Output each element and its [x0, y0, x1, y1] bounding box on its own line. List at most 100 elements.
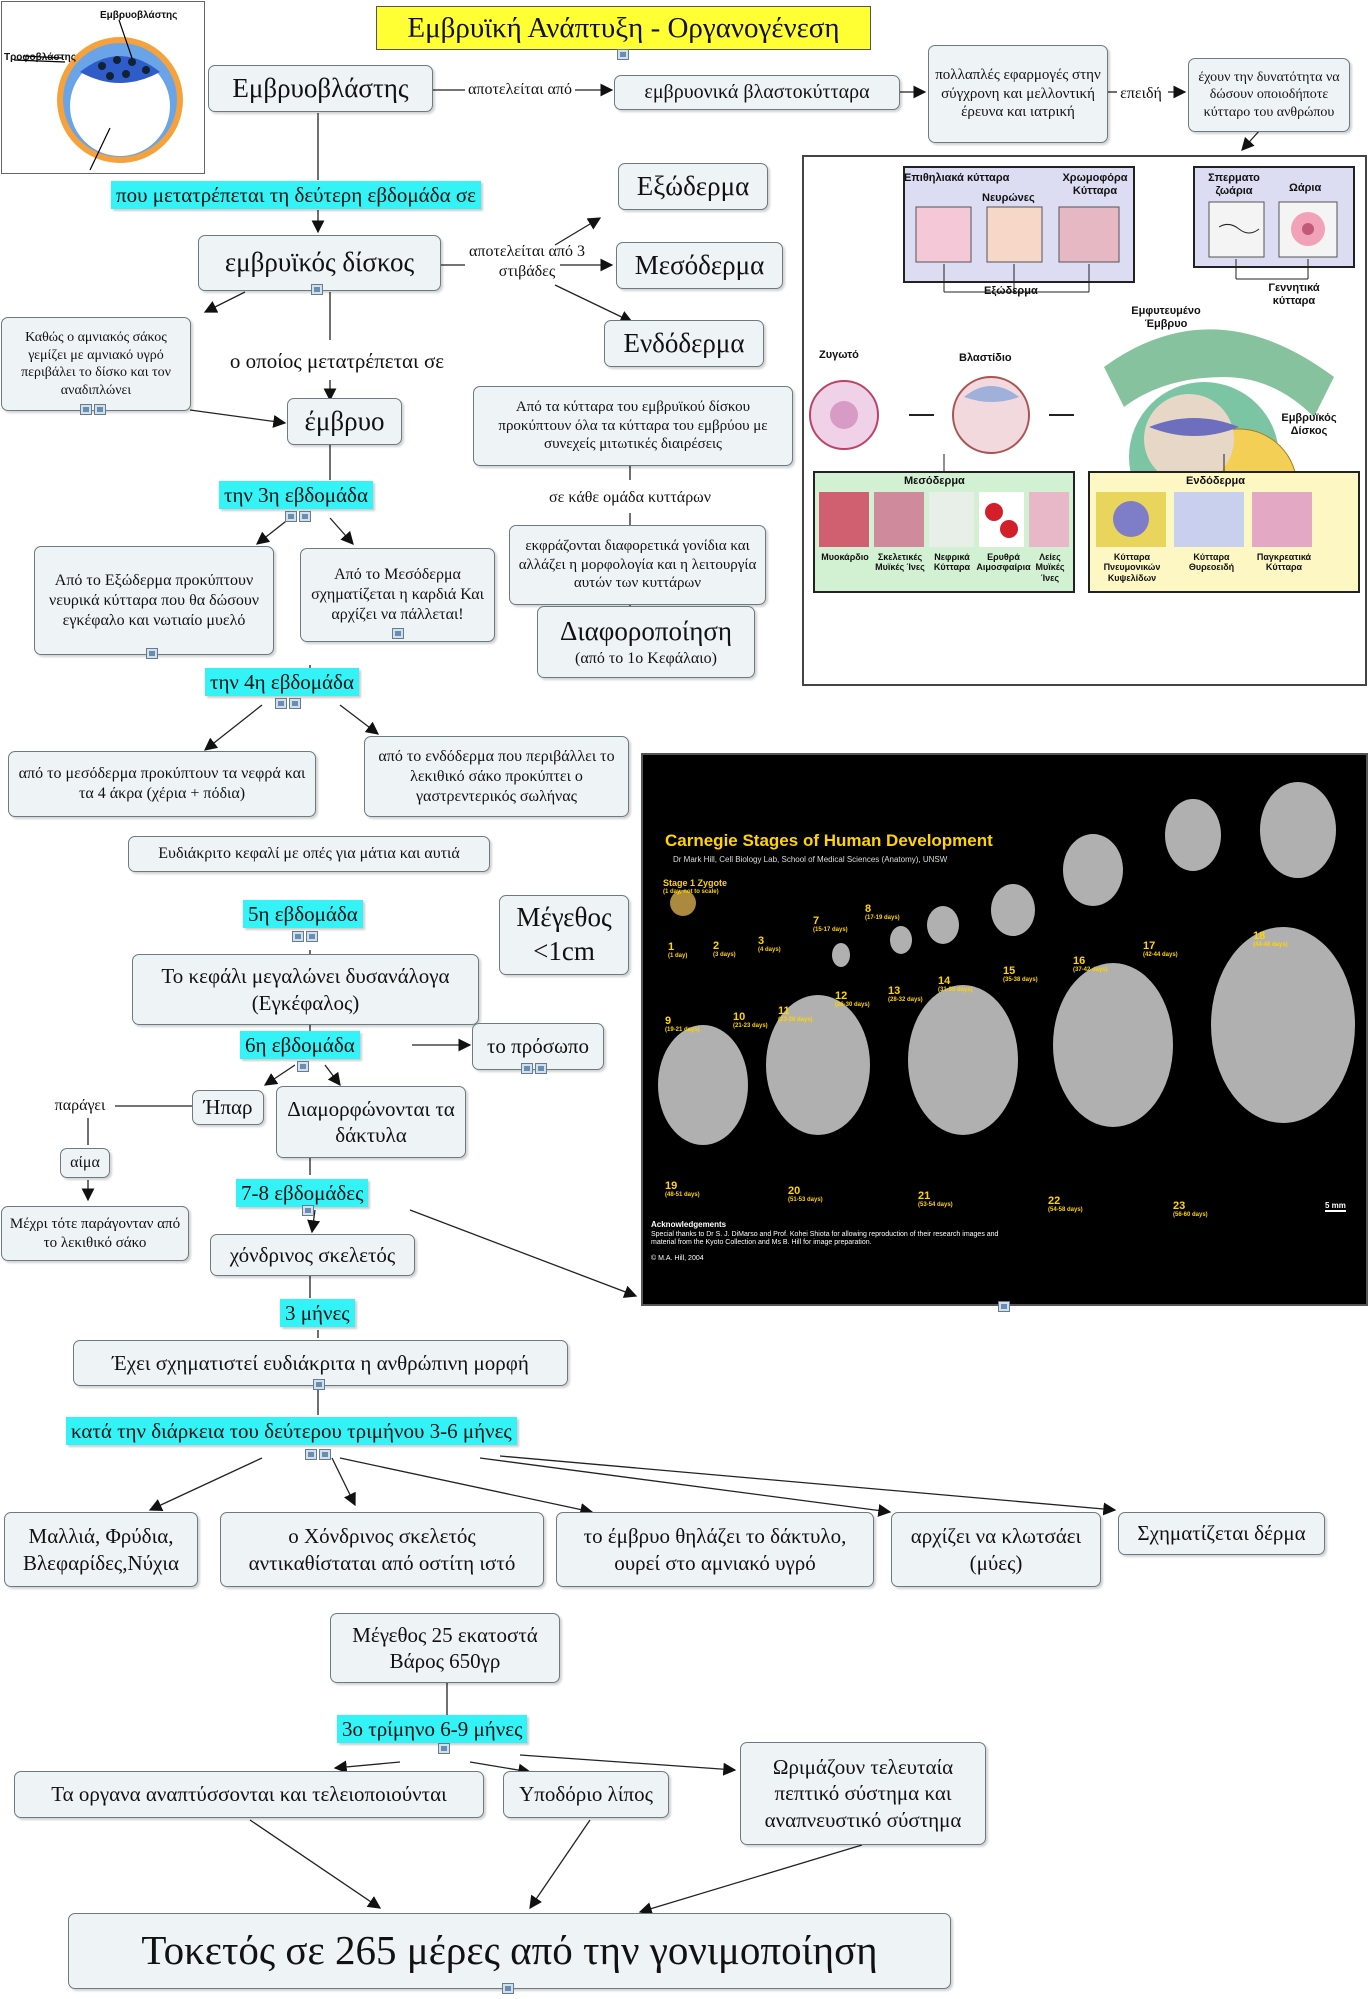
label-germ-cells: Γεννητικά κύτταρα — [1268, 282, 1320, 307]
node-ability[interactable]: έχουν την δυνατότητα να δώσουν οποιοδήπο… — [1188, 58, 1350, 132]
node-size-1cm[interactable]: Μέγεθος <1cm — [499, 895, 629, 975]
stage-number: 13 — [888, 985, 901, 997]
note-marker-icon[interactable] — [311, 284, 323, 295]
note-marker-icon[interactable] — [438, 1743, 450, 1754]
node-all-cells[interactable]: Από τα κύτταρα του εμβρυϊκού δίσκου προκ… — [473, 386, 793, 466]
stage-label: 9(19-21 days) — [665, 1015, 700, 1034]
node-liver[interactable]: Ήπαρ — [192, 1090, 264, 1125]
stage-days: (56-60 days) — [1173, 1212, 1208, 1219]
stage-days: (48-51 days) — [665, 1192, 700, 1199]
note-marker-icon[interactable] — [292, 931, 318, 942]
stage-days: (17-19 days) — [865, 915, 900, 922]
carnegie-ack-title: Acknowledgements — [651, 1220, 727, 1229]
stage-number: 22 — [1048, 1195, 1061, 1207]
node-differentiation[interactable]: Διαφοροποίηση (από το 1ο Κεφάλαιο) — [537, 606, 755, 678]
note-marker-icon[interactable] — [297, 1061, 309, 1072]
node-fingers[interactable]: Διαμορφώνονται τα δάκτυλα — [276, 1086, 466, 1158]
node-kicking[interactable]: αρχίζει να κλωτσάει (μύες) — [891, 1512, 1101, 1587]
label-week5: 5η εβδομάδα — [243, 900, 363, 929]
stage-label: 15(35-38 days) — [1003, 965, 1038, 984]
label-week3: την 3η εβδομάδα — [219, 481, 373, 510]
label-kidney-cells: Νεφρικά Κύτταρα — [933, 552, 971, 573]
stage-number: 3 — [758, 935, 765, 947]
node-organs[interactable]: Τα οργανα αναπτύσσονται και τελειοποιούν… — [14, 1771, 484, 1818]
note-marker-icon[interactable] — [617, 49, 629, 60]
node-face[interactable]: το πρόσωπο — [472, 1023, 604, 1070]
stage-number: 11 — [778, 1005, 790, 1017]
stage-label: 10(21-23 days) — [733, 1011, 768, 1030]
node-kidneys-limbs[interactable]: από το μεσόδερμα προκύπτουν τα νεφρά και… — [8, 751, 316, 817]
node-applications[interactable]: πολλαπλές εφαρμογές στην σύγχρονη και με… — [928, 45, 1108, 143]
node-genes-expressed[interactable]: εκφράζονται διαφορετικά γονίδια και αλλά… — [509, 525, 766, 605]
node-bone[interactable]: ο Χόνδρινος σκελετός αντικαθίσταται από … — [220, 1512, 544, 1587]
note-marker-icon[interactable] — [285, 511, 311, 522]
stage-number: 10 — [733, 1011, 746, 1023]
node-stem-cells[interactable]: εμβρυονικά βλαστοκύτταρα — [614, 75, 900, 110]
node-human-form[interactable]: Έχει σχηματιστεί ευδιάκριτα η ανθρώπινη … — [73, 1340, 568, 1386]
stage-days: (28-32 days) — [888, 997, 923, 1004]
stage-days: (26-30 days) — [835, 1002, 870, 1009]
node-fat[interactable]: Υποδόριο λίπος — [503, 1771, 669, 1818]
stage-label: 17(42-44 days) — [1143, 940, 1178, 959]
differentiation-chapter: (από το 1ο Κεφάλαιο) — [575, 649, 717, 667]
note-marker-icon[interactable] — [302, 1205, 314, 1216]
node-ectoderm[interactable]: Εξώδερμα — [618, 163, 768, 210]
node-cartilage[interactable]: χόνδρινος σκελετός — [210, 1234, 415, 1276]
note-marker-icon[interactable] — [313, 1379, 325, 1390]
label-blastocyst: Βλαστίδιο — [959, 352, 1012, 364]
label-lung-cells: Κύτταρα Πνευμονικών Κυψελίδων — [1103, 552, 1161, 583]
note-marker-icon[interactable] — [80, 404, 106, 415]
note-marker-icon[interactable] — [146, 648, 158, 659]
blastocyst-image: Εμβρυοβλάστης Τροφοβλάστης — [1, 1, 205, 174]
note-marker-icon[interactable] — [305, 1449, 331, 1460]
note-marker-icon[interactable] — [392, 628, 404, 639]
node-embryoblast[interactable]: Εμβρυοβλάστης — [208, 65, 433, 112]
node-head-openings[interactable]: Ευδιάκριτο κεφαλί με οπές για μάτια και … — [128, 836, 490, 872]
stage-number: 23 — [1173, 1200, 1186, 1212]
link-each-group: σε κάθε ομάδα κυττάρων — [549, 489, 711, 506]
node-mesoderm-heart[interactable]: Από το Μεσόδερμα σχηματίζεται η καρδιά Κ… — [300, 548, 495, 642]
label-pancreatic: Παγκρεατικά Κύτταρα — [1256, 552, 1312, 573]
node-yolk-sac[interactable]: Μέχρι τότε παράγονταν από το λεκιθικό σά… — [1, 1206, 189, 1261]
note-marker-icon[interactable] — [521, 1063, 547, 1074]
node-birth[interactable]: Τοκετός σε 265 μέρες από την γονιμοποίησ… — [68, 1913, 951, 1989]
node-gut[interactable]: από το ενδόδερμα που περιβάλλει το λεκιθ… — [364, 736, 629, 817]
note-marker-icon[interactable] — [502, 1983, 514, 1994]
node-amniotic-sac[interactable]: Καθώς ο αμνιακός σάκος γεμίζει με αμνιακ… — [1, 317, 191, 411]
note-marker-icon[interactable] — [275, 698, 301, 709]
stage-days: (4 days) — [758, 947, 781, 954]
node-endoderm[interactable]: Ενδόδερμα — [604, 320, 764, 367]
stage-number: Stage 1 Zygote — [663, 878, 728, 888]
note-marker-icon[interactable] — [998, 1301, 1010, 1312]
stage-label: 19(48-51 days) — [665, 1180, 700, 1199]
stage-number: 12 — [835, 990, 848, 1002]
stage-days: (51-53 days) — [788, 1197, 823, 1204]
label-week4: την 4η εβδομάδα — [205, 668, 359, 697]
label-red-cells: Ερυθρά Αιμοσφαίρια — [976, 552, 1031, 573]
node-embryo[interactable]: έμβρυο — [287, 398, 402, 445]
node-thumb-sucking[interactable]: το έμβρυο θηλάζει το δάκτυλο, ουρεί στο … — [556, 1512, 874, 1587]
node-mesoderm[interactable]: Μεσόδερμα — [616, 242, 783, 289]
node-mature-systems[interactable]: Ωριμάζουν τελευταία πεπτικό σύστημα και … — [740, 1742, 986, 1845]
stage-days: (53-54 days) — [918, 1202, 953, 1209]
node-size-25cm[interactable]: Μέγεθος 25 εκατοστά Βάρος 650γρ — [330, 1613, 560, 1683]
node-blood[interactable]: αίμα — [60, 1148, 110, 1178]
label-disc: Εμβρυϊκός Δίσκος — [1281, 412, 1337, 437]
stage-number: 15 — [1003, 965, 1016, 977]
node-ectoderm-nerve[interactable]: Από το Εξώδερμα προκύπτουν νευρικά κύττα… — [34, 546, 274, 655]
node-embryonic-disc[interactable]: εμβρυϊκός δίσκος — [198, 235, 441, 291]
germ-layers-image: Επιθηλιακά κύτταρα Νευρώνες Χρωμοφόρα Κύ… — [802, 155, 1367, 686]
label-month3: 3 μήνες — [280, 1299, 355, 1328]
label-embryoblast: Εμβρυοβλάστης — [100, 10, 178, 21]
node-skin[interactable]: Σχηματίζεται δέρμα — [1118, 1512, 1325, 1555]
label-trimester3: 3ο τρίμηνο 6-9 μήνες — [337, 1715, 528, 1744]
stage-days: (23-26 days) — [778, 1017, 813, 1024]
stage-label: 13(28-32 days) — [888, 985, 923, 1004]
node-head-grows[interactable]: Το κεφάλι μεγαλώνει δυσανάλογα (Εγκέφαλο… — [132, 954, 479, 1025]
node-hair-nails[interactable]: Μαλλιά, Φρύδια, Βλεφαρίδες,Νύχια — [4, 1512, 198, 1587]
stage-days: (31-35 days) — [938, 987, 973, 994]
label-smooth: Λείες Μυϊκές Ίνες — [1035, 552, 1065, 583]
stage-days: (3 days) — [713, 952, 736, 959]
stage-number: 19 — [665, 1180, 678, 1192]
stage-label: 14(31-35 days) — [938, 975, 973, 994]
